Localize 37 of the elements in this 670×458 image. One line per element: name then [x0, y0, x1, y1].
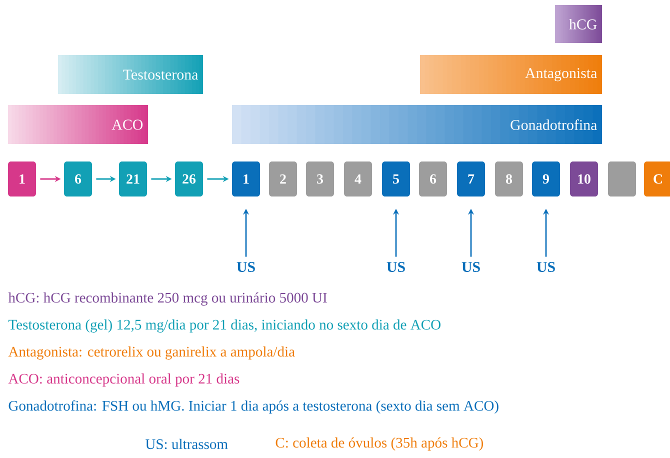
day-box: 6	[419, 162, 447, 196]
us-label: US	[462, 262, 480, 272]
bar: ACO	[8, 105, 148, 144]
bar: Antagonista	[420, 55, 602, 94]
day-box: C	[644, 162, 670, 196]
bar: Gonadotrofina	[232, 105, 602, 144]
day-box: 9	[532, 162, 560, 196]
day-box: 4	[344, 162, 372, 196]
us-label: US	[536, 262, 555, 272]
day-box: 1	[8, 162, 36, 196]
day-box: 3	[306, 162, 334, 196]
note: US: ultrassom	[146, 438, 228, 450]
day-box: 21	[119, 162, 147, 196]
day-box: 26	[175, 162, 203, 196]
day-box: 1	[232, 162, 260, 196]
day-box: 5	[382, 162, 410, 196]
bar: Testosterona	[58, 55, 203, 94]
day-box: 2	[269, 162, 297, 196]
note: hCG: hCG recombinante 250 mcg ou urinário 5000 UI	[8, 292, 327, 306]
node-label: Antagonista	[525, 68, 597, 82]
node-label: Gonadotrofina	[510, 119, 597, 130]
day-box: 6	[64, 162, 92, 196]
node-label: ACO	[112, 120, 143, 130]
day-box: 10	[570, 162, 598, 196]
note: Gonadotrofina: FSH ou hMG. Iniciar 1 dia após a testosterona (sexto dia sem ACO)	[8, 400, 498, 414]
bar: hCG	[555, 5, 602, 43]
node-label: Testosterona	[123, 70, 198, 80]
us-label: US	[386, 262, 405, 272]
note: ACO: anticoncepcional oral por 21 dias	[8, 373, 240, 387]
note: C: coleta de óvulos (35h após hCG)	[276, 437, 484, 451]
note: Antagonista: cetrorelix ou ganirelix a ampola/dia	[8, 346, 295, 360]
us-label: US	[236, 262, 255, 272]
note: Testosterona (gel) 12,5 mg/dia por 21 dias, iniciando no sexto dia de ACO	[8, 319, 440, 333]
day-box: 7	[457, 162, 485, 196]
day-box	[608, 162, 636, 196]
node-label: hCG	[569, 18, 597, 30]
day-box: 8	[495, 162, 523, 196]
